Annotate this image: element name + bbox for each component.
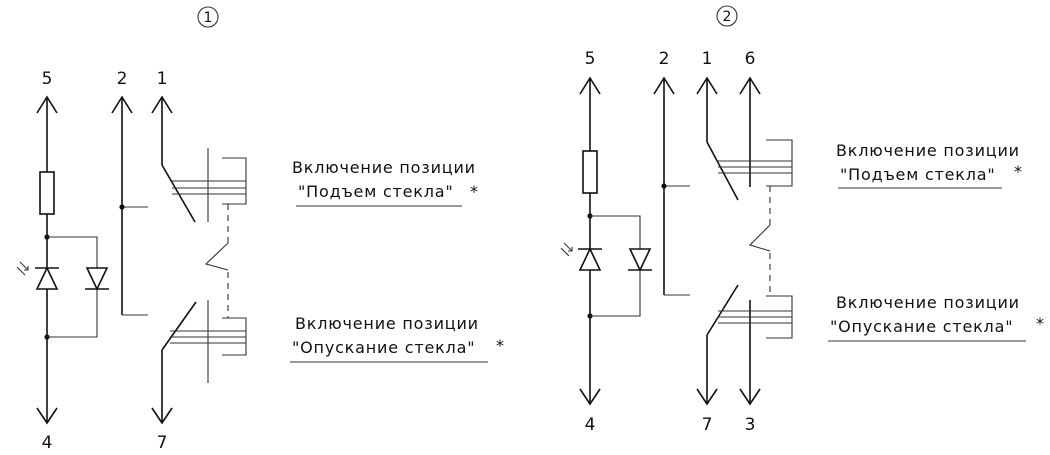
diagram-2-main-wire — [579, 76, 601, 406]
diagram-2-led — [560, 242, 602, 271]
diagram-1-pin-2: 2 — [117, 69, 128, 89]
diagram-1-led — [16, 261, 59, 290]
diagram-1-note-up-line2: "Подъем стекла" — [298, 182, 454, 201]
diagram-2-pin-1: 1 — [702, 49, 713, 69]
diagram-1-badge-circle — [197, 6, 219, 28]
diagram-2-note-up-line1: Включение позиции — [836, 141, 1020, 160]
diagram-2-pin-6: 6 — [745, 49, 756, 69]
diagram-1-main-wire — [36, 95, 58, 425]
diagram-1-note-down-line2: "Опускание стекла" — [292, 338, 475, 357]
diagram-1-note-up-star: * — [470, 182, 479, 201]
diagram-2-note-up-star: * — [1014, 162, 1023, 181]
diagram-1-note-down-star: * — [496, 336, 505, 355]
diagram-1-pin-5: 5 — [42, 69, 53, 89]
diagram-2-switches — [696, 76, 793, 406]
diagram-1-wire-2 — [111, 95, 148, 316]
diagram-1: 1 5 2 1 4 7 — [16, 6, 505, 453]
diagram-2: 2 5 2 1 6 4 7 3 — [560, 5, 1045, 435]
diagram-1-note-down: Включение позиции "Опускание стекла" * — [290, 314, 505, 363]
diagram-1-note-down-line1: Включение позиции — [295, 314, 479, 333]
diagram-1-badge: 1 — [204, 10, 213, 26]
diagram-2-note-up: Включение позиции "Подъем стекла" * — [836, 141, 1023, 189]
diagram-2-wire-2 — [653, 76, 690, 296]
diagram-1-pin-4: 4 — [42, 433, 53, 453]
diagram-1-switches — [151, 95, 247, 425]
diagram-2-note-down-line2: "Опускание стекла" — [830, 317, 1013, 336]
diagram-1-pin-1: 1 — [157, 69, 168, 89]
diagram-1-pin-7: 7 — [157, 433, 168, 453]
diagram-2-note-up-line2: "Подъем стекла" — [840, 165, 996, 184]
diagram-2-pin-7: 7 — [702, 415, 713, 435]
diagram-1-note-up: Включение позиции "Подъем стекла" * — [292, 158, 479, 207]
diagram-2-badge: 2 — [723, 9, 732, 25]
diagram-2-note-down-star: * — [1036, 314, 1045, 333]
diagram-1-resistor — [39, 171, 55, 215]
diagram-2-pin-5: 5 — [585, 49, 596, 69]
diagram-1-diode — [47, 236, 109, 338]
diagram-2-pin-3: 3 — [745, 415, 756, 435]
diagram-2-diode — [590, 215, 652, 317]
diagram-2-pin-2: 2 — [659, 49, 670, 69]
diagram-2-note-down: Включение позиции "Опускание стекла" * — [828, 293, 1045, 342]
diagram-2-pin-4: 4 — [585, 415, 596, 435]
diagram-2-note-down-line1: Включение позиции — [836, 293, 1020, 312]
diagram-2-resistor — [582, 150, 598, 194]
diagram-2-badge-circle — [716, 5, 738, 27]
diagram-1-note-up-line1: Включение позиции — [292, 158, 476, 177]
